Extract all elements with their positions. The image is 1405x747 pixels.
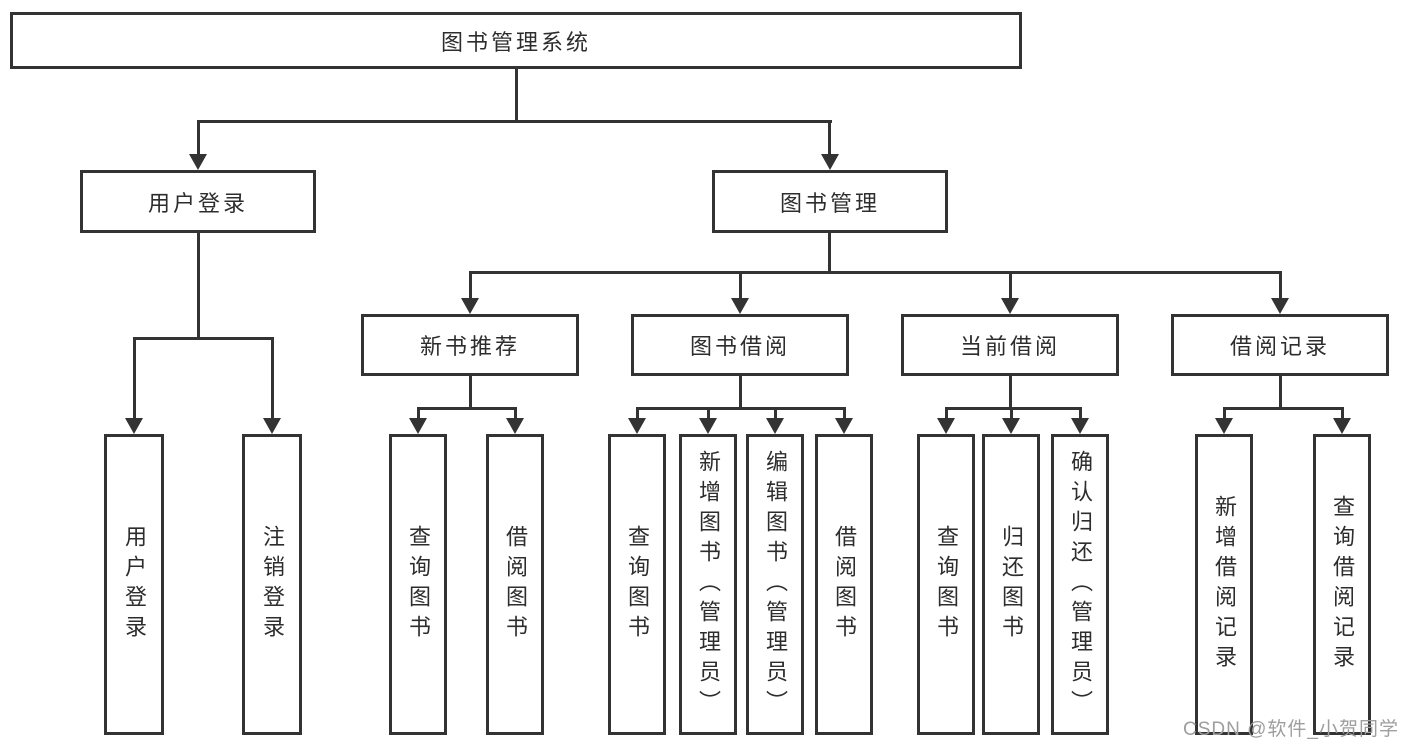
connector-to-borrowing-records <box>1279 271 1282 298</box>
leaf-borrow-books-recommend: 借阅图书 <box>486 434 544 735</box>
node-label: 用户登录 <box>147 190 248 216</box>
node-label: 查询图书 <box>934 524 959 645</box>
arrow-down-icon <box>1001 298 1019 314</box>
csdn-watermark: CSDN @软件_小贺同学 <box>1183 719 1399 740</box>
node-label: 编辑图书（管理员） <box>763 449 788 720</box>
connector-new-book-split <box>417 407 517 410</box>
arrow-down-icon <box>461 298 479 314</box>
arrow-down-icon <box>189 154 207 170</box>
leaf-borrow-books-borrowing: 借阅图书 <box>815 434 873 735</box>
node-book-borrowing: 图书借阅 <box>631 314 849 376</box>
arrow-down-icon <box>1071 418 1089 434</box>
node-label: 新增借阅记录 <box>1212 494 1237 675</box>
arrow-down-icon <box>628 418 646 434</box>
leaf-query-books-current: 查询图书 <box>917 434 975 735</box>
connector-borrowing-records-stem <box>1279 376 1282 407</box>
leaf-query-books-borrowing: 查询图书 <box>608 434 666 735</box>
leaf-user-login: 用户登录 <box>104 434 164 735</box>
connector-user-login-split <box>133 337 274 340</box>
node-label: 注销登录 <box>260 524 285 645</box>
connector-user-login-stem <box>197 233 200 337</box>
arrow-down-icon <box>125 418 143 434</box>
node-current-borrowing: 当前借阅 <box>901 314 1119 376</box>
node-label: 借阅图书 <box>503 524 528 645</box>
connector-to-leaf-logout <box>271 337 274 418</box>
arrow-down-icon <box>937 418 955 434</box>
connector-leaf-stem <box>707 407 710 418</box>
node-label: 查询图书 <box>625 524 650 645</box>
connector-leaf-stem <box>774 407 777 418</box>
connector-to-book-management <box>828 120 831 154</box>
node-label: 图书借阅 <box>689 334 790 359</box>
leaf-edit-books-admin: 编辑图书（管理员） <box>746 434 804 735</box>
node-label: 新增图书（管理员） <box>696 449 721 720</box>
leaf-query-books-recommend: 查询图书 <box>389 434 447 735</box>
connector-leaf-stem <box>1010 407 1013 418</box>
connector-leaf-stem <box>1079 407 1082 418</box>
connector-root-stem <box>515 69 518 120</box>
connector-leaf-stem <box>1223 407 1226 418</box>
arrow-down-icon <box>263 418 281 434</box>
node-library-management-system: 图书管理系统 <box>10 12 1022 69</box>
node-label: 用户登录 <box>122 524 147 645</box>
leaf-add-books-admin: 新增图书（管理员） <box>679 434 737 735</box>
connector-root-split <box>197 120 832 123</box>
connector-leaf-stem <box>843 407 846 418</box>
leaf-query-borrow-record: 查询借阅记录 <box>1313 434 1371 735</box>
node-label: 归还图书 <box>999 524 1024 645</box>
connector-leaf-stem <box>1341 407 1344 418</box>
connector-book-borrowing-split <box>636 407 846 410</box>
connector-book-borrowing-stem <box>739 376 742 407</box>
connector-leaf-stem <box>945 407 948 418</box>
connector-to-new-book-recommendation <box>469 271 472 298</box>
leaf-add-borrow-record: 新增借阅记录 <box>1195 434 1253 735</box>
node-book-management: 图书管理 <box>712 170 948 233</box>
arrow-down-icon <box>1271 298 1289 314</box>
arrow-down-icon <box>409 418 427 434</box>
node-label: 查询图书 <box>406 524 431 645</box>
leaf-return-books: 归还图书 <box>982 434 1040 735</box>
node-label: 确认归还（管理员） <box>1068 449 1093 720</box>
connector-to-current-borrowing <box>1009 271 1012 298</box>
arrow-down-icon <box>506 418 524 434</box>
arrow-down-icon <box>1002 418 1020 434</box>
node-label: 查询借阅记录 <box>1330 494 1355 675</box>
node-label: 借阅图书 <box>832 524 857 645</box>
connector-to-leaf-user-login <box>133 337 136 418</box>
arrow-down-icon <box>835 418 853 434</box>
leaf-logout-login: 注销登录 <box>242 434 302 735</box>
connector-book-management-split <box>469 271 1282 274</box>
connector-new-book-stem <box>469 376 472 407</box>
node-borrowing-records: 借阅记录 <box>1171 314 1389 376</box>
connector-book-management-stem <box>828 233 831 271</box>
arrow-down-icon <box>766 418 784 434</box>
arrow-down-icon <box>699 418 717 434</box>
node-label: 借阅记录 <box>1229 334 1330 359</box>
connector-current-borrowing-split <box>945 407 1082 410</box>
connector-leaf-stem <box>514 407 517 418</box>
arrow-down-icon <box>821 154 839 170</box>
connector-to-user-login <box>197 120 200 154</box>
arrow-down-icon <box>1333 418 1351 434</box>
connector-to-book-borrowing <box>739 271 742 298</box>
node-label: 图书管理 <box>779 190 880 216</box>
arrow-down-icon <box>1215 418 1233 434</box>
connector-leaf-stem <box>636 407 639 418</box>
arrow-down-icon <box>731 298 749 314</box>
connector-borrowing-records-split <box>1223 407 1344 410</box>
node-label: 当前借阅 <box>959 334 1060 359</box>
node-label: 新书推荐 <box>419 334 520 359</box>
leaf-confirm-return-admin: 确认归还（管理员） <box>1051 434 1109 735</box>
node-label: 图书管理系统 <box>440 29 591 55</box>
connector-current-borrowing-stem <box>1009 376 1012 407</box>
node-new-book-recommendation: 新书推荐 <box>361 314 579 376</box>
connector-leaf-stem <box>417 407 420 418</box>
node-user-login: 用户登录 <box>80 170 316 233</box>
